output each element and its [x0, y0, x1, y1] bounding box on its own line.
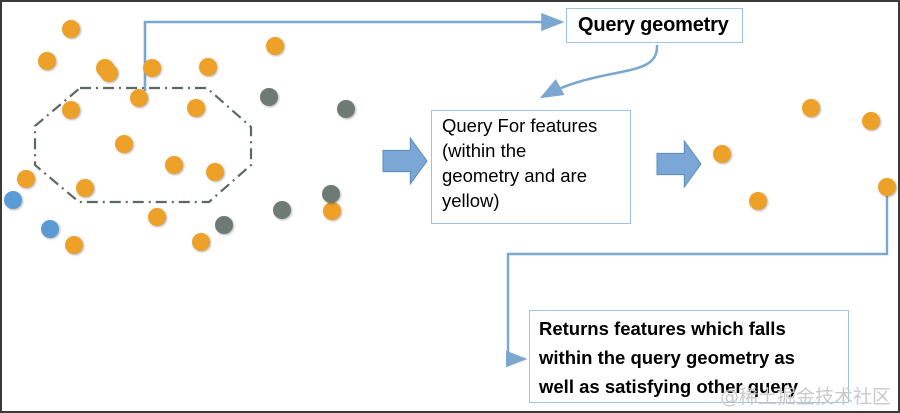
feature-dot-orange — [192, 233, 210, 251]
feature-dot-orange — [115, 135, 133, 153]
feature-dot-orange — [76, 179, 94, 197]
feature-dot-gray — [215, 216, 233, 234]
feature-dot-orange — [143, 59, 161, 77]
feature-dot-orange — [62, 101, 80, 119]
feature-dot-orange — [62, 20, 80, 38]
feature-dot-orange — [100, 64, 118, 82]
feature-dot-orange — [862, 112, 880, 130]
feature-dot-gray — [322, 185, 340, 203]
feature-dot-orange — [187, 99, 205, 117]
returns-description-box[interactable]: Returns features which falls within the … — [529, 310, 849, 403]
feature-dot-orange — [65, 236, 83, 254]
block-arrow-group — [382, 136, 702, 189]
query-for-features-box[interactable]: Query For features (within the geometry … — [431, 110, 631, 224]
query-geometry-label-text: Query geometry — [578, 14, 729, 36]
feature-dot-blue — [41, 220, 59, 238]
feature-dot-orange — [323, 202, 341, 220]
connector-geometry-to-query-box — [143, 12, 565, 91]
feature-dot-blue — [4, 191, 22, 209]
feature-dot-orange — [266, 37, 284, 55]
feature-dot-orange — [165, 156, 183, 174]
feature-dot-orange — [713, 145, 731, 163]
feature-dot-orange — [199, 58, 217, 76]
feature-dot-orange — [802, 99, 820, 117]
feature-dot-gray — [337, 100, 355, 118]
feature-dot-orange — [130, 89, 148, 107]
query-for-features-text: Query For features (within the geometry … — [442, 115, 598, 211]
feature-dot-orange — [749, 192, 767, 210]
query-geometry-label-box[interactable]: Query geometry — [566, 8, 743, 43]
feature-dot-orange — [148, 208, 166, 226]
returns-description-text: Returns features which falls within the … — [539, 318, 799, 397]
feature-dot-orange — [17, 170, 35, 188]
query-geometry-outline — [33, 86, 253, 204]
feature-dot-gray — [260, 88, 278, 106]
connector-query-box-to-features-box — [539, 44, 659, 99]
block-arrow-1 — [382, 136, 428, 186]
block-arrow-2 — [656, 139, 702, 189]
feature-dot-orange — [878, 178, 896, 196]
feature-dot-orange — [38, 52, 56, 70]
connector-results-to-returns-box — [505, 188, 889, 368]
feature-dot-gray — [273, 201, 291, 219]
feature-dot-orange — [206, 163, 224, 181]
